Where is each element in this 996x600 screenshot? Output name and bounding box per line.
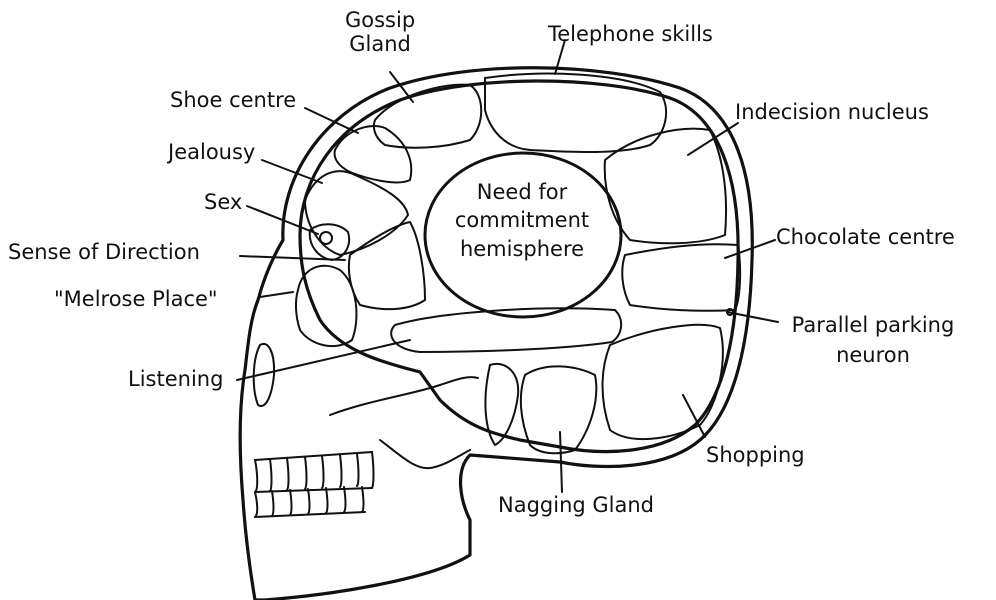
- leader-chocolate: [725, 240, 775, 258]
- label-sex: Sex: [204, 190, 242, 214]
- label-shopping: Shopping: [706, 443, 805, 467]
- label-gossip-line: Gossip Gland: [345, 8, 415, 56]
- shopping-lobe: [603, 325, 723, 439]
- cheek-line: [330, 377, 478, 415]
- leader-melrose: [260, 292, 293, 297]
- mastoid: [485, 364, 518, 445]
- label-listening: Listening: [128, 367, 223, 391]
- jaw-line: [380, 440, 470, 468]
- nagging-lobe: [521, 366, 596, 453]
- label-shoe-centre: Shoe centre: [170, 88, 296, 112]
- skull-outline: [240, 68, 752, 600]
- label-jealousy: Jealousy: [168, 140, 255, 164]
- label-indecision-nucleus: Indecision nucleus: [735, 100, 929, 124]
- label-sense-of-direction: Sense of Direction: [8, 240, 200, 264]
- leader-jealousy: [262, 160, 322, 183]
- teeth: [255, 452, 374, 517]
- chocolate-lobe: [622, 244, 740, 311]
- label-chocolate-centre: Chocolate centre: [776, 225, 955, 249]
- label-telephone-skills: Telephone skills: [548, 22, 713, 46]
- label-nagging-gland: Nagging Gland: [498, 493, 654, 517]
- leader-nagging: [560, 432, 562, 492]
- label-commitment-text: Need for commitment hemisphere: [432, 178, 612, 263]
- label-need-for-commitment: Need for commitment hemisphere: [432, 178, 612, 263]
- label-gossip-gland: Gossip Gland: [345, 8, 415, 56]
- jealousy-lobe: [305, 171, 408, 255]
- label-melrose-place: "Melrose Place": [54, 287, 218, 311]
- label-parallel-parking: Parallel parking neuron: [778, 310, 968, 371]
- gossip-lobe: [374, 85, 481, 148]
- label-parallel-text: Parallel parking neuron: [778, 310, 968, 371]
- sex-dot: [320, 232, 332, 244]
- indecision-lobe: [605, 129, 726, 244]
- leader-direction: [240, 256, 345, 260]
- leader-shoe: [305, 108, 358, 133]
